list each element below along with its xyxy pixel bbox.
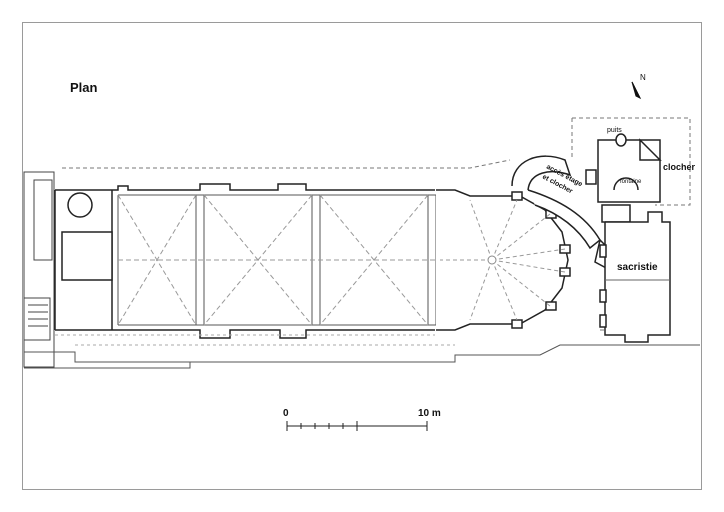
scale-start: 0 [283, 408, 289, 419]
label-clocher: clocher [663, 162, 696, 172]
outline-dashed [62, 117, 691, 331]
north-label: N [640, 73, 646, 82]
label-sacristie: sacristie [617, 262, 658, 273]
apse [436, 189, 571, 331]
drawing-frame [22, 22, 702, 490]
label-fontaine: fontaine [620, 179, 642, 185]
lower-wall [24, 334, 700, 369]
nave-walls [54, 183, 435, 339]
north-arrow-icon [631, 81, 642, 100]
scale-end: 10 m [418, 408, 441, 419]
left-annex [23, 171, 55, 368]
keystone [487, 255, 497, 265]
bell-tower [585, 133, 662, 223]
scale-bar [286, 421, 428, 431]
plan-title: Plan [70, 80, 98, 95]
vault-ribs [117, 194, 436, 326]
apse-ribs [440, 199, 566, 321]
sacristy [599, 211, 671, 343]
bay-lines [117, 194, 437, 326]
label-puits: puits [607, 127, 622, 134]
